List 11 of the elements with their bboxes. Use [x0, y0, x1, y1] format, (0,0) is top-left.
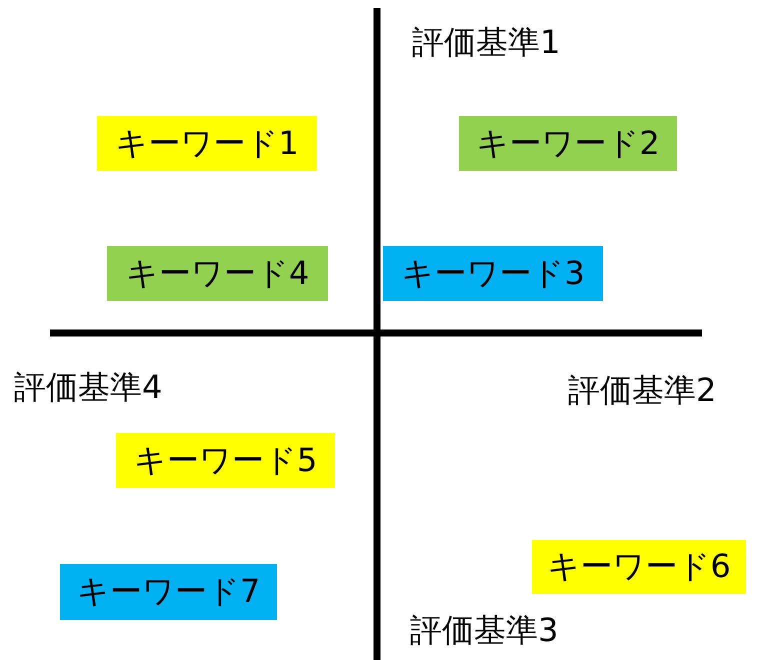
keyword-label: キーワード1 — [97, 116, 317, 171]
axis-label: 評価基準4 — [14, 371, 162, 403]
keyword-label: キーワード6 — [532, 540, 746, 594]
axis-label: 評価基準2 — [568, 374, 716, 406]
keyword-label: キーワード7 — [60, 564, 277, 620]
keyword-label: キーワード4 — [107, 246, 328, 301]
keyword-label: キーワード2 — [459, 116, 677, 171]
axis-label: 評価基準3 — [410, 614, 558, 646]
keyword-label: キーワード5 — [116, 433, 335, 488]
keyword-label: キーワード3 — [383, 246, 603, 301]
axis-label: 評価基準1 — [412, 26, 560, 58]
